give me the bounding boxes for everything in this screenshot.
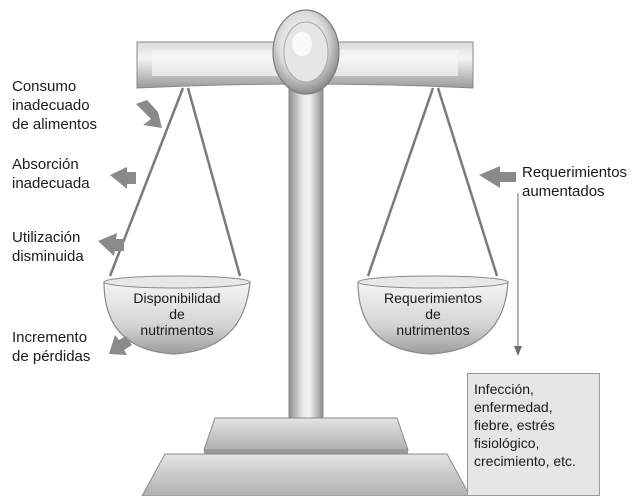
scale-base bbox=[141, 417, 471, 496]
note-box: Infección, enfermedad, fiebre, estrés fi… bbox=[467, 373, 600, 496]
pan-label-disponibilidad: Disponibilidad de nutrimentos bbox=[133, 290, 221, 338]
arrow-icon bbox=[98, 233, 124, 256]
pan-label-requerimientos: Requerimientos de nutrimentos bbox=[383, 290, 483, 338]
pan-right bbox=[357, 275, 509, 355]
arrow-icon bbox=[110, 167, 136, 189]
scale-post bbox=[288, 85, 324, 427]
down-arrow-icon bbox=[514, 193, 522, 356]
label-consumo-inadecuado: Consumo inadecuado de alimentos bbox=[12, 78, 98, 133]
label-utilizacion-disminuida: Utilización disminuida bbox=[12, 229, 84, 265]
arrow-icon bbox=[136, 100, 162, 128]
label-absorcion-inadecuada: Absorción inadecuada bbox=[12, 156, 90, 192]
arrow-icon bbox=[479, 166, 516, 188]
arrow-icon bbox=[109, 335, 132, 355]
label-requerimientos-aumentados: Requerimientos aumentados bbox=[522, 164, 628, 200]
pan-strings-right bbox=[366, 87, 499, 277]
label-incremento-perdidas: Incremento de pérdidas bbox=[12, 329, 91, 365]
pan-left bbox=[103, 275, 251, 355]
